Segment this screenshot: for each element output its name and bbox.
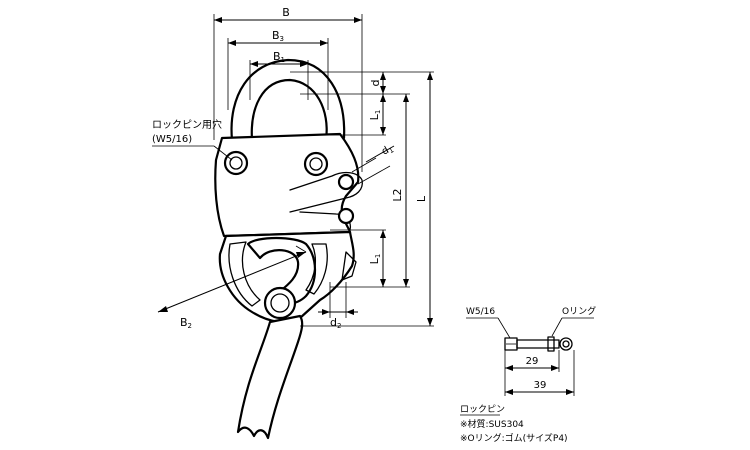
pin-oring — [547, 336, 555, 352]
right-slot — [305, 243, 328, 295]
dimension-lines — [157, 14, 434, 327]
rope-strap — [236, 314, 304, 440]
latch-nose — [341, 251, 357, 281]
notes-oring: ※Oリング:ゴム(サイズP4) — [460, 432, 568, 444]
center-bolt-inner — [309, 157, 323, 171]
bottom-bolt — [263, 286, 297, 320]
dim-label-b1: B1 — [273, 50, 285, 64]
latch-pivot — [337, 173, 355, 191]
lock-pin-hole-callout: ロックピン用穴 (W5/16) — [152, 118, 233, 161]
pin-oring-label: Oリング — [562, 305, 596, 317]
dim-label-b3: B3 — [272, 29, 284, 43]
dimension-labels: B B3 B1 B2 d L1 L1 L2 L d1 d2 — [180, 6, 428, 330]
lock-pin-detail: W5/16 Oリング 29 39 — [466, 305, 596, 396]
spring-pin — [337, 207, 355, 225]
dim-label-b: B — [282, 6, 290, 19]
pin-ring — [559, 337, 573, 351]
pin-dim-outer: 39 — [534, 380, 547, 391]
hook-body — [214, 58, 363, 324]
lock-pin-hole-label: ロックピン用穴 — [152, 118, 222, 131]
notes-title: ロックピン — [460, 404, 505, 415]
lock-pin-hole-size: (W5/16) — [152, 134, 192, 145]
dim-label-l1-top: L1 — [368, 110, 382, 121]
notes-material: ※材質:SUS304 — [460, 418, 524, 430]
pin-shaft — [516, 339, 560, 349]
left-slot — [228, 241, 261, 307]
bottom-bolt-inner — [270, 293, 290, 313]
dim-label-d2: d2 — [330, 316, 341, 330]
dim-label-d: d — [369, 80, 382, 87]
dim-label-d1: d1 — [380, 143, 395, 159]
pin-dim-inner: 29 — [526, 356, 539, 367]
lock-pin-hole-bolt — [223, 150, 249, 176]
lock-pin-hole-bolt-inner — [229, 156, 243, 170]
dim-label-l1-bottom: L1 — [368, 254, 382, 265]
upper-body — [214, 132, 360, 238]
dim-label-b2: B2 — [180, 316, 192, 330]
lock-pin-notes: ロックピン ※材質:SUS304 ※Oリング:ゴム(サイズP4) — [460, 404, 568, 444]
dim-label-l: L — [415, 195, 428, 202]
dim-label-l2: L2 — [391, 188, 404, 201]
pin-thread-label: W5/16 — [466, 307, 495, 317]
center-bolt — [303, 151, 329, 177]
pin-ring-inner — [562, 340, 570, 348]
